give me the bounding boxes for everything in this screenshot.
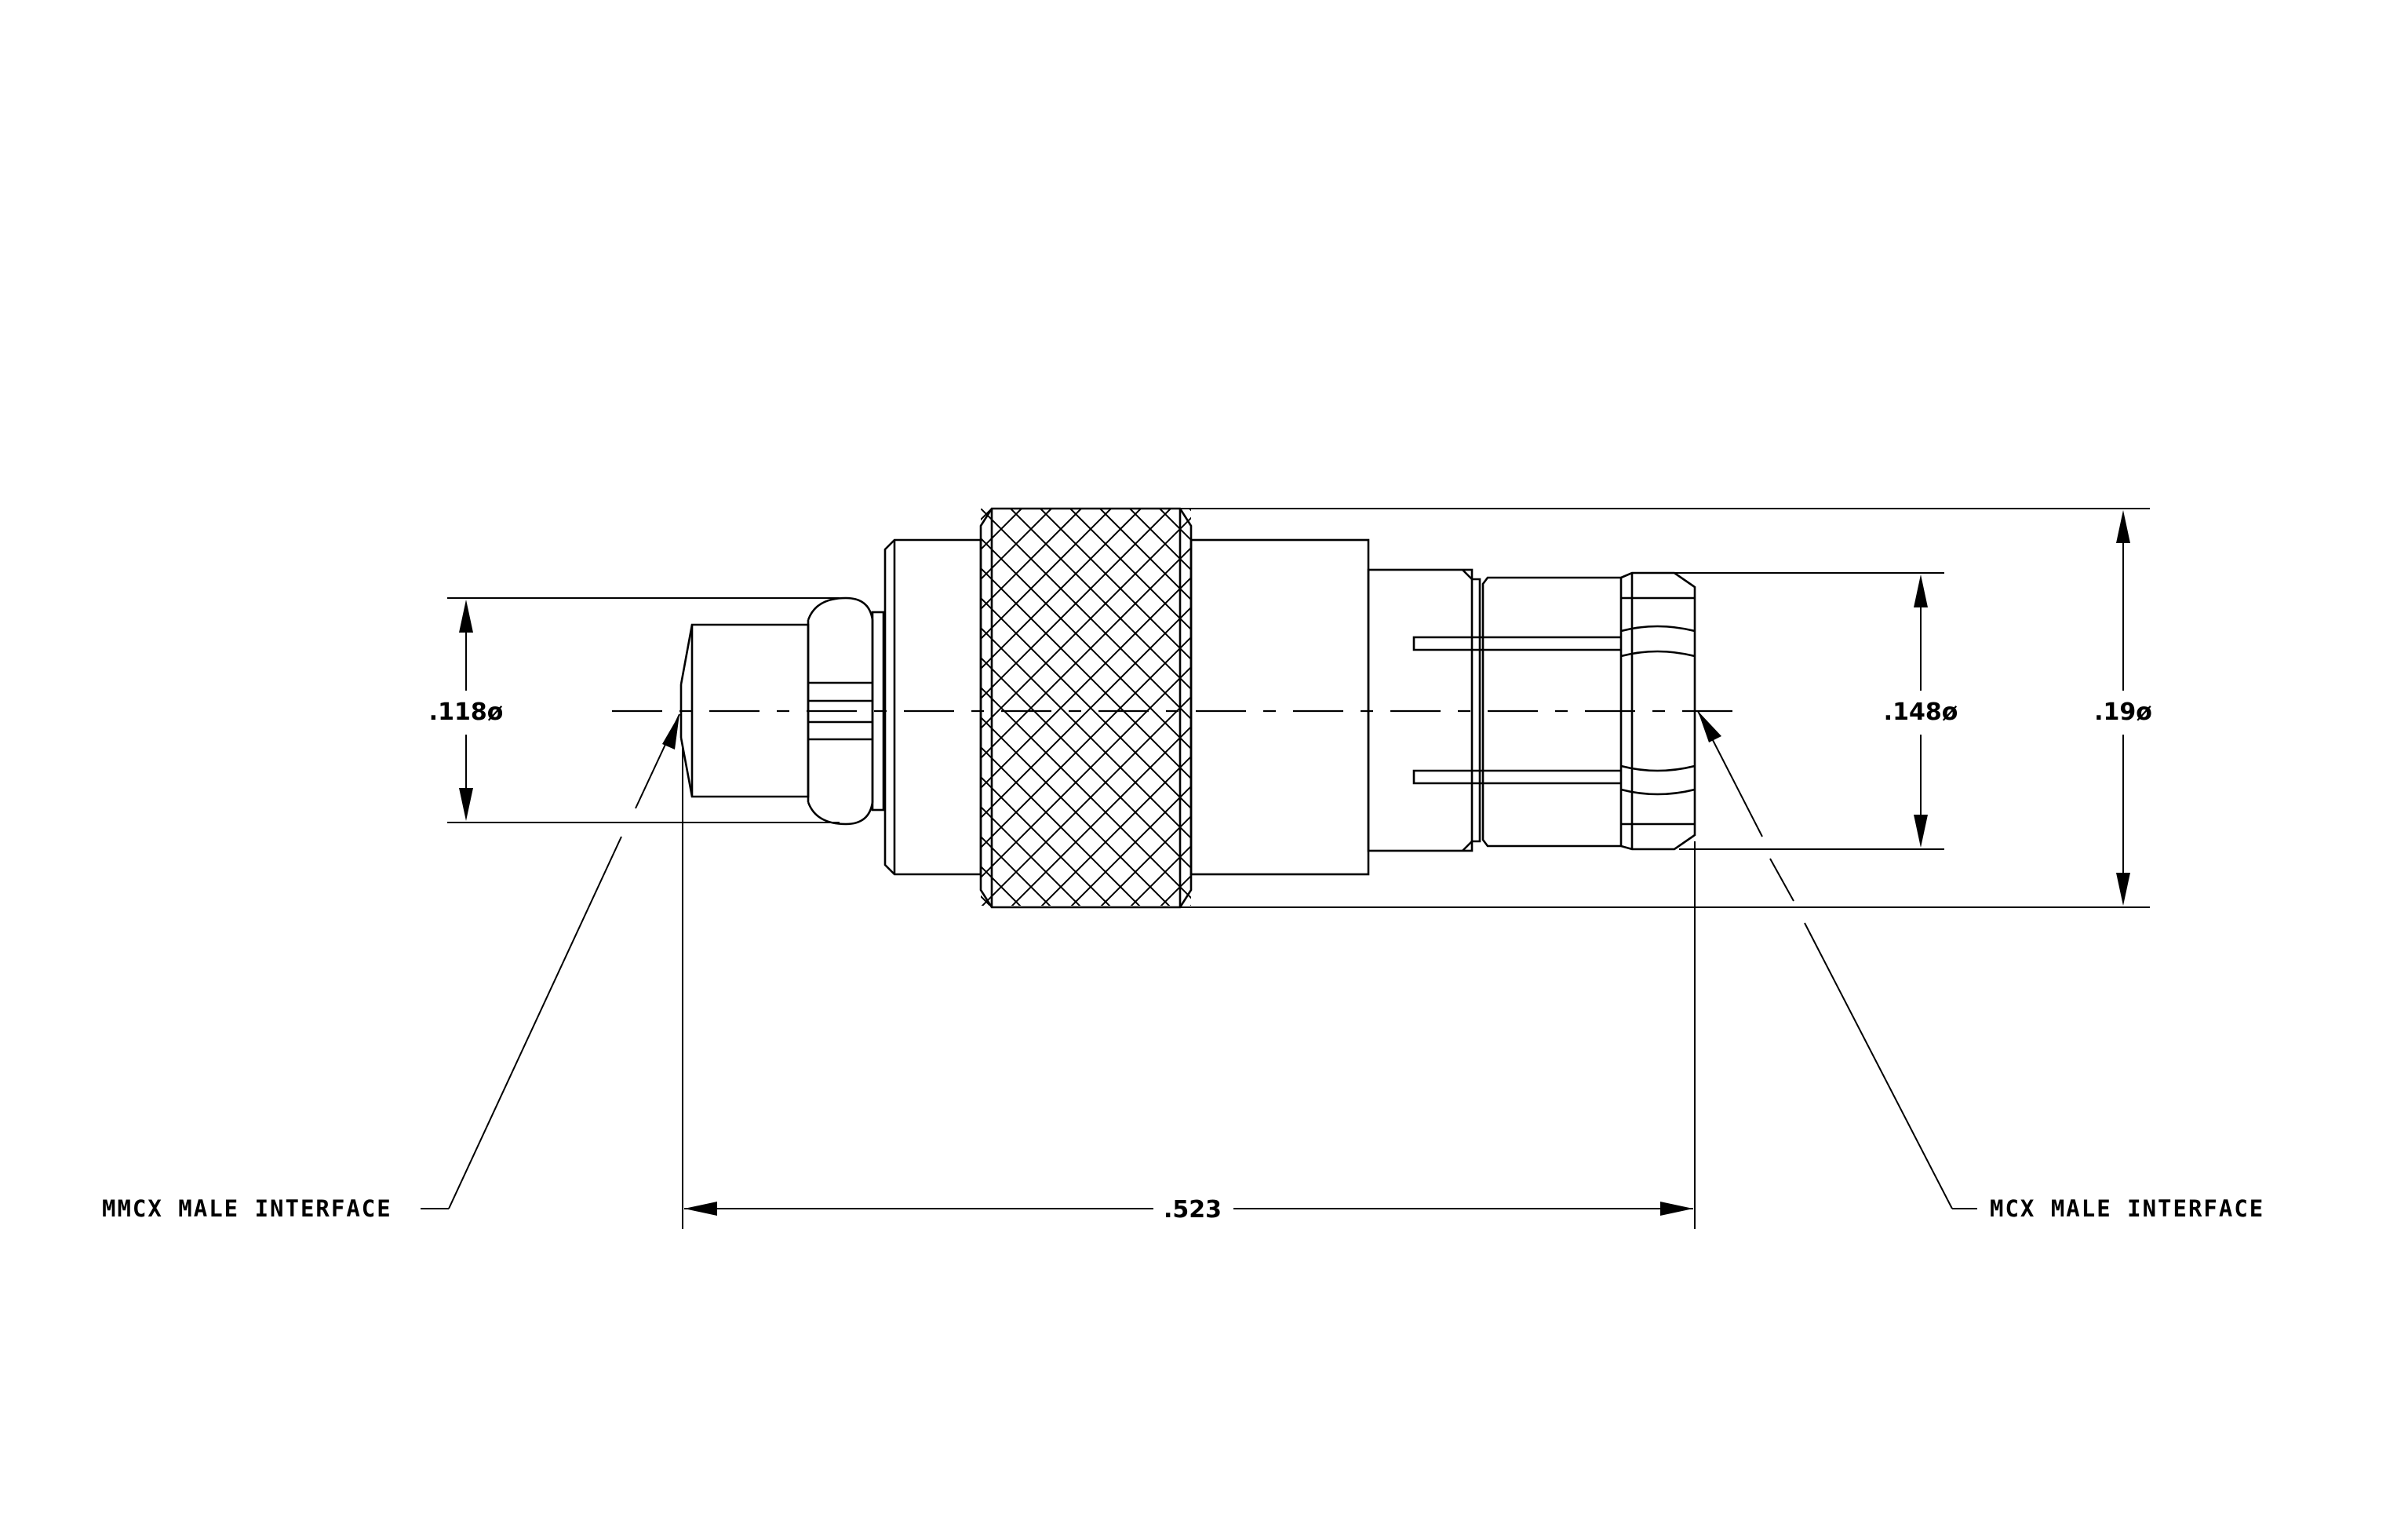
knurl-line xyxy=(981,716,1171,906)
knurl-line xyxy=(981,666,1191,879)
mcx-male-interface-label: MCX MALE INTERFACE xyxy=(1990,1195,2264,1222)
knurl-line xyxy=(981,576,1191,790)
knurl-line xyxy=(981,546,1191,760)
knurl-line xyxy=(981,509,1171,700)
knurl-line xyxy=(1100,815,1191,906)
knurl-line xyxy=(1279,509,1678,907)
knurl-line xyxy=(981,606,1191,819)
knurl-line xyxy=(981,509,1142,670)
knurl-line xyxy=(1398,509,1797,907)
knurl-line xyxy=(1488,509,1886,907)
knurl-line xyxy=(981,805,1081,906)
knurl-line xyxy=(1189,509,1191,512)
dimension-inner-diameter: .148ø xyxy=(1670,572,1958,850)
knurl-line xyxy=(1069,509,1191,631)
knurl-line xyxy=(1249,509,1648,907)
overall-length-label: .523 xyxy=(1164,1196,1222,1224)
knurl-line xyxy=(1040,509,1191,661)
outer-diameter-label: .19ø xyxy=(2094,698,2152,726)
knurl-line xyxy=(981,895,992,906)
left-diameter-label: .118ø xyxy=(429,698,504,726)
knurl-line xyxy=(1159,509,1191,542)
knurl-line xyxy=(981,509,1082,611)
knurl-line xyxy=(981,695,1191,906)
knurl-line xyxy=(1368,509,1767,907)
knurl-line xyxy=(1010,509,1191,691)
inner-diameter-label: .148ø xyxy=(1884,698,1958,726)
knurl-line xyxy=(1368,509,1767,907)
knurl-line xyxy=(981,835,1051,906)
knurl-line xyxy=(1279,509,1678,907)
knurl-line xyxy=(1517,509,1916,907)
knurl-line xyxy=(981,775,1111,906)
mmcx-male-interface-label: MMCX MALE INTERFACE xyxy=(102,1195,392,1222)
knurl-line xyxy=(1458,509,1856,907)
knurl-line xyxy=(981,636,1191,849)
leader-left xyxy=(421,713,680,1209)
knurl-line xyxy=(1011,725,1191,906)
dimension-outer-diameter: .19ø xyxy=(1180,508,2152,908)
knurl-line xyxy=(1249,509,1648,907)
knurl-line xyxy=(1488,509,1886,907)
knurl-line xyxy=(981,746,1141,906)
knurl-line xyxy=(1219,509,1618,907)
knurl-line xyxy=(981,509,1112,640)
dimension-left-diameter: .118ø xyxy=(429,597,840,823)
knurl-line xyxy=(1099,509,1191,601)
knurl-line xyxy=(1517,509,1916,907)
adapter-center-body xyxy=(883,507,1916,909)
knurl-line xyxy=(1458,509,1856,907)
knurl-line xyxy=(1189,904,1191,906)
knurl-line xyxy=(1070,785,1191,906)
dimension-overall-length: .523 xyxy=(682,747,1696,1229)
knurl-line xyxy=(1160,874,1191,906)
knurl-line xyxy=(1040,755,1191,906)
knurl-line xyxy=(1219,509,1618,907)
knurl-pattern xyxy=(981,509,1916,907)
leader-right xyxy=(1697,710,1977,1209)
knurl-line xyxy=(1398,509,1797,907)
knurl-line xyxy=(981,509,1052,581)
knurl-line xyxy=(981,509,993,521)
knurl-line xyxy=(981,516,1191,730)
